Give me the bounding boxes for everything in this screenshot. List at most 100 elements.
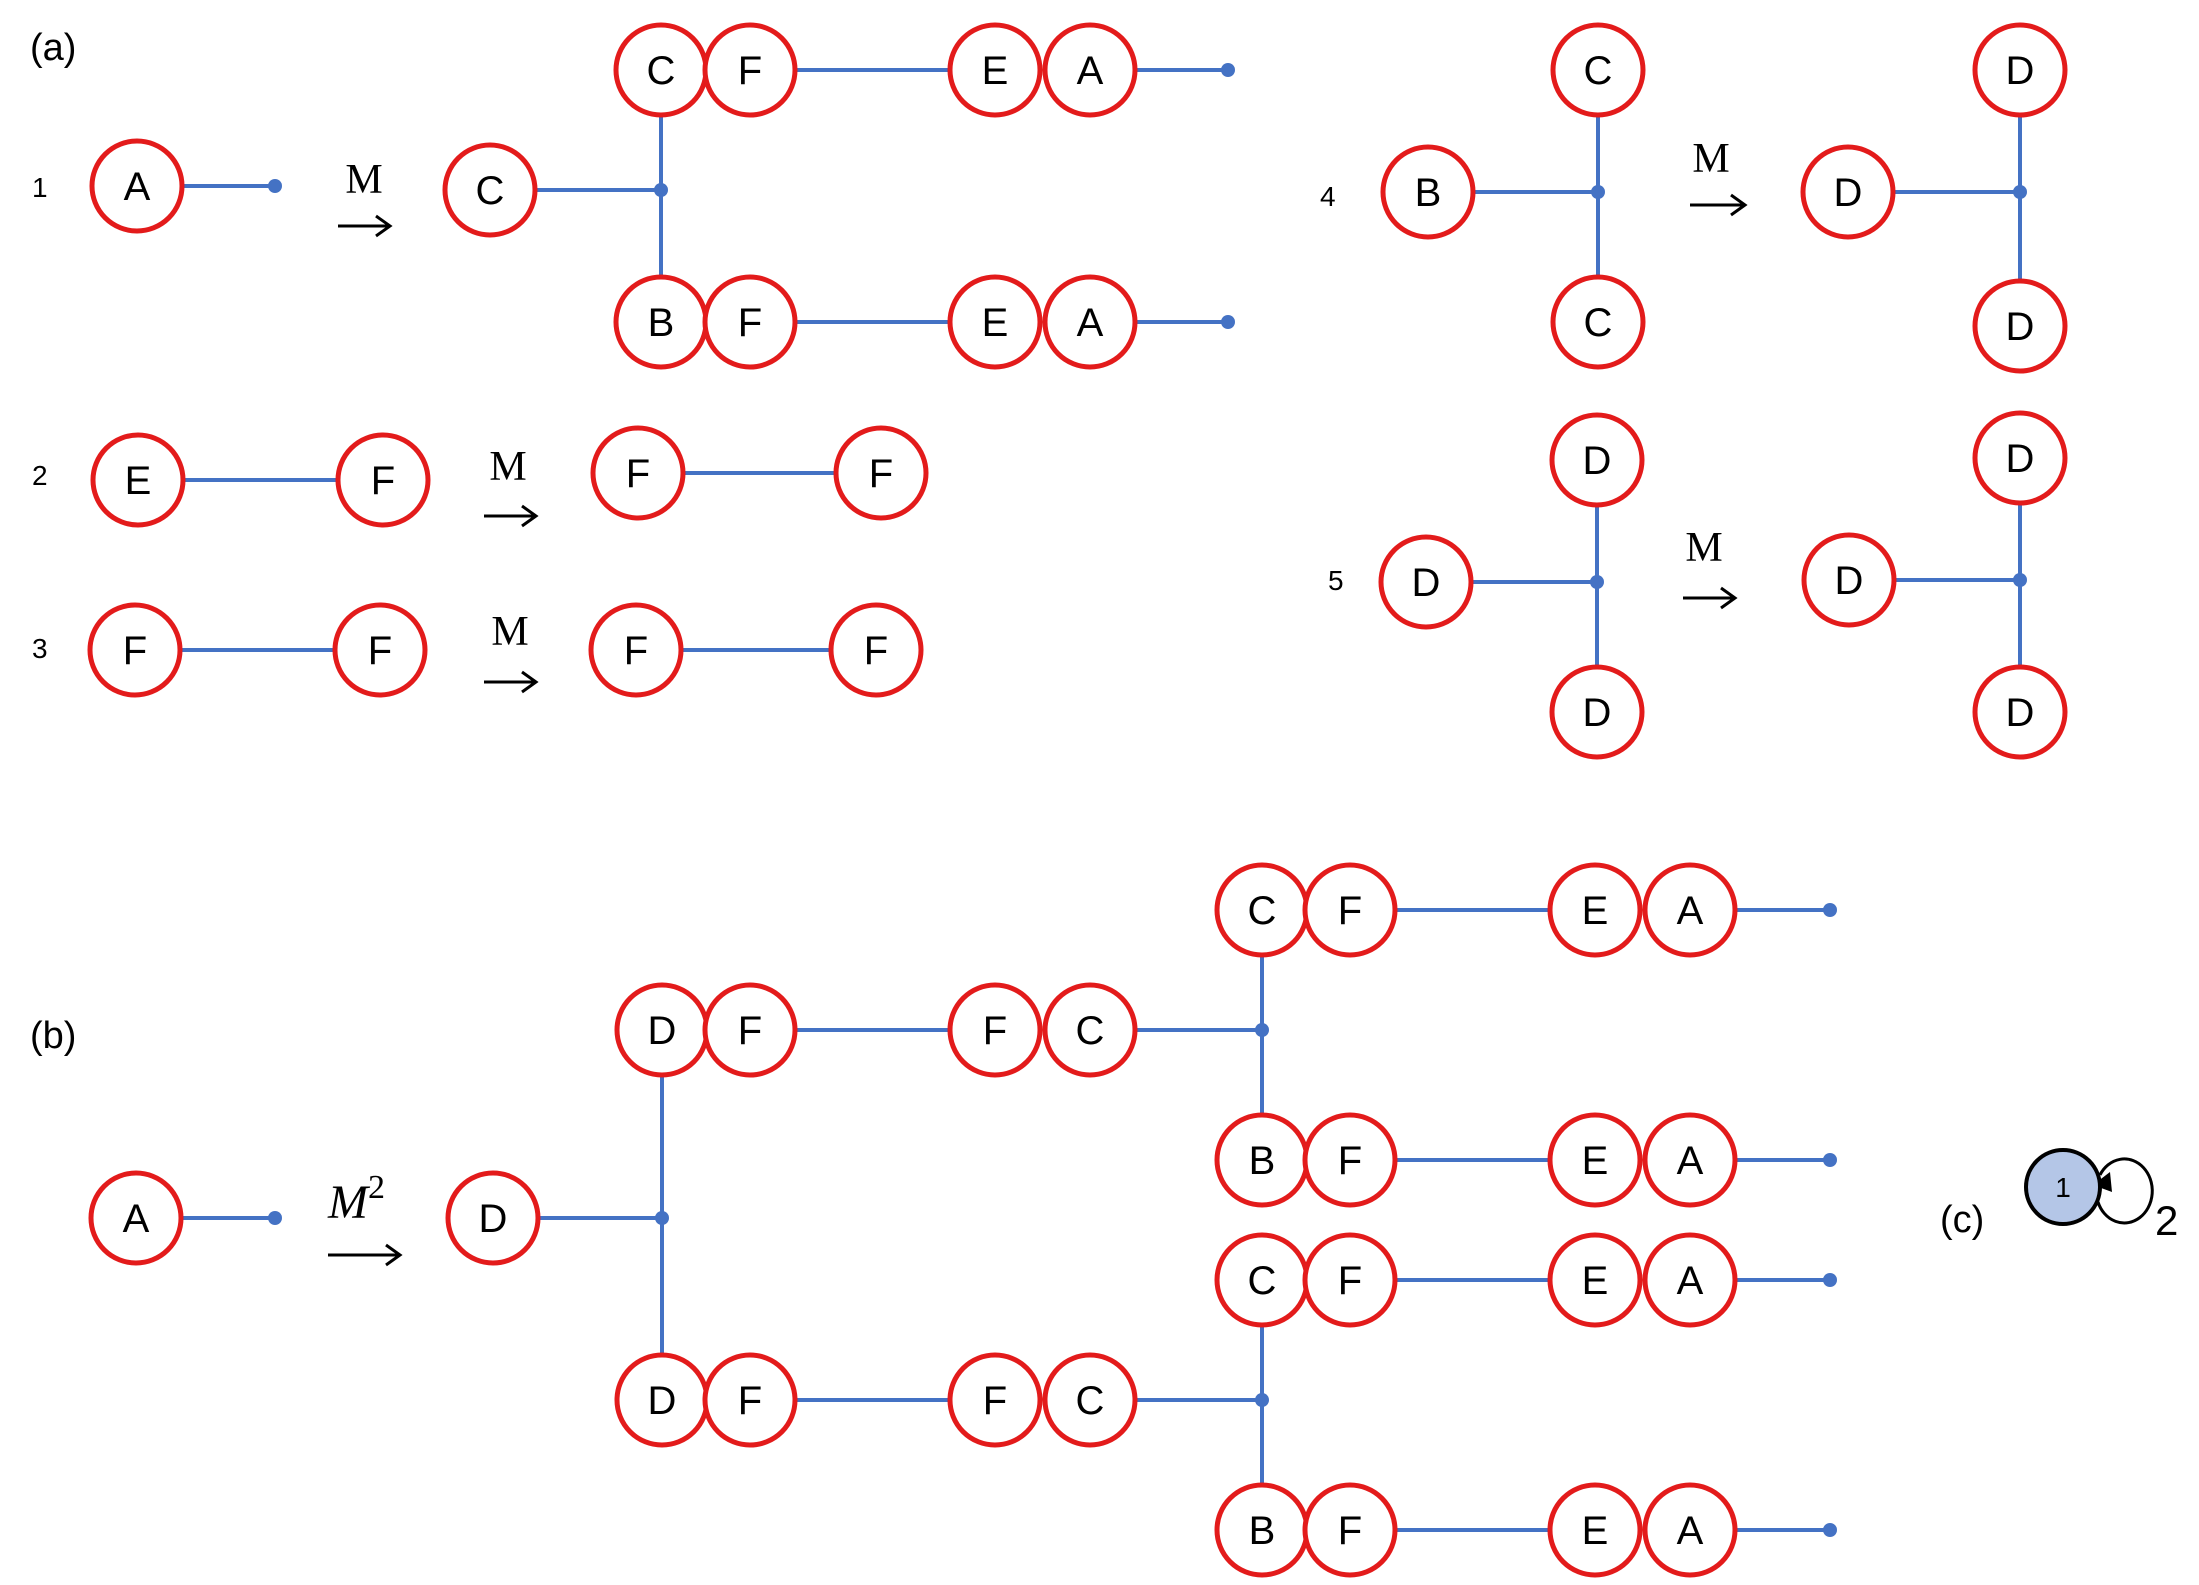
rule-3-right-node: F — [828, 602, 924, 698]
terminal-dot — [1823, 903, 1837, 917]
node-circle — [1972, 278, 2068, 374]
self-loop-edge — [2096, 1157, 2154, 1225]
node-label: A — [1677, 1509, 1704, 1553]
panel-b-right-node: A — [1642, 862, 1738, 958]
node-circle — [1547, 1482, 1643, 1578]
panel-b-right-node: F — [1302, 1112, 1398, 1208]
node-circle — [702, 22, 798, 118]
node-circle — [445, 1170, 541, 1266]
terminal-dot — [1823, 1273, 1837, 1287]
node-circle — [1972, 410, 2068, 506]
rule-1-right-node: E — [947, 274, 1043, 370]
node-label: C — [1076, 1379, 1105, 1423]
rule-5-left-node: D — [1549, 412, 1645, 508]
node-circle — [947, 982, 1043, 1078]
junction-dot — [655, 1211, 669, 1225]
rule-5-right-node: D — [1972, 410, 2068, 506]
node-label: F — [626, 452, 650, 496]
rule-number-3: 3 — [32, 633, 48, 664]
rule-4-right-node: D — [1972, 22, 2068, 118]
rule-4-right-node: D — [1972, 278, 2068, 374]
node-circle — [1042, 274, 1138, 370]
node-label: B — [1415, 171, 1442, 215]
node-circle — [1547, 862, 1643, 958]
rule-number-4: 4 — [1320, 181, 1336, 212]
node-circle — [1972, 22, 2068, 118]
panel-b-right-node: E — [1547, 1482, 1643, 1578]
node-circle — [588, 602, 684, 698]
node-circle — [1378, 534, 1474, 630]
panel-b-left-node: A — [88, 1170, 184, 1266]
node-label: F — [738, 301, 762, 345]
node-label: F — [123, 629, 147, 673]
rule-1-left-node: A — [89, 138, 185, 234]
node-label: F — [624, 629, 648, 673]
panel-b-operator: M2 — [327, 1169, 385, 1229]
panel-b-right-node: B — [1214, 1112, 1310, 1208]
node-circle — [1042, 22, 1138, 118]
terminal-dot — [1221, 315, 1235, 329]
node-circle — [1302, 1232, 1398, 1328]
node-label: D — [2006, 49, 2035, 93]
panel-b-right-node: A — [1642, 1482, 1738, 1578]
node-label: F — [869, 452, 893, 496]
terminal-dot — [1221, 63, 1235, 77]
panel-b-right-node: F — [702, 982, 798, 1078]
panel-b-right-node: D — [445, 1170, 541, 1266]
panel-b-right-node: B — [1214, 1482, 1310, 1578]
rule-1-right-node: A — [1042, 274, 1138, 370]
node-label: F — [864, 629, 888, 673]
panel-b-right-node: F — [947, 1352, 1043, 1448]
rule-1-right-node: A — [1042, 22, 1138, 118]
node-circle — [1550, 22, 1646, 118]
rule-1-arrow-icon — [338, 214, 393, 238]
node-label: D — [648, 1009, 677, 1053]
rule-3-left-node: F — [332, 602, 428, 698]
rule-2-arrow-icon — [484, 504, 539, 528]
node-circle — [947, 274, 1043, 370]
panel-b-right-node: C — [1042, 982, 1138, 1078]
node-circle — [89, 138, 185, 234]
node-circle — [88, 1170, 184, 1266]
terminal-dot — [268, 179, 282, 193]
node-label: F — [983, 1379, 1007, 1423]
node-circle — [1549, 412, 1645, 508]
node-circle — [1801, 532, 1897, 628]
node-circle — [1642, 862, 1738, 958]
node-circle — [947, 1352, 1043, 1448]
node-label: C — [1248, 889, 1277, 933]
panel-b-right-node: D — [614, 982, 710, 1078]
panel-b-label: (b) — [30, 1015, 76, 1057]
node-circle — [1642, 1232, 1738, 1328]
node-label: D — [648, 1379, 677, 1423]
node-circle — [87, 602, 183, 698]
junction-dot — [654, 183, 668, 197]
junction-dot — [1590, 575, 1604, 589]
node-circle — [702, 274, 798, 370]
node-circle — [947, 22, 1043, 118]
panel-a-label: (a) — [30, 27, 76, 69]
node-label: C — [1248, 1259, 1277, 1303]
node-label: A — [1077, 301, 1104, 345]
node-label: F — [1338, 889, 1362, 933]
node-circle — [335, 432, 431, 528]
rule-number-1: 1 — [32, 172, 48, 203]
junction-dot — [1255, 1393, 1269, 1407]
node-circle — [590, 425, 686, 521]
state-machine: 1 — [2024, 1148, 2154, 1226]
rule-1-right-node: F — [702, 22, 798, 118]
rule-3-operator: M — [491, 609, 528, 655]
rule-4-left-node: C — [1550, 22, 1646, 118]
junction-dot — [1255, 1023, 1269, 1037]
node-circle — [1550, 274, 1646, 370]
panel-b-right-node: E — [1547, 1112, 1643, 1208]
panel-b-right-node: F — [1302, 1482, 1398, 1578]
node-label: A — [1677, 889, 1704, 933]
rule-3-left-node: F — [87, 602, 183, 698]
rule-5-right-node: D — [1972, 664, 2068, 760]
node-label: D — [1583, 691, 1612, 735]
node-label: E — [982, 301, 1009, 345]
node-label: B — [648, 301, 675, 345]
